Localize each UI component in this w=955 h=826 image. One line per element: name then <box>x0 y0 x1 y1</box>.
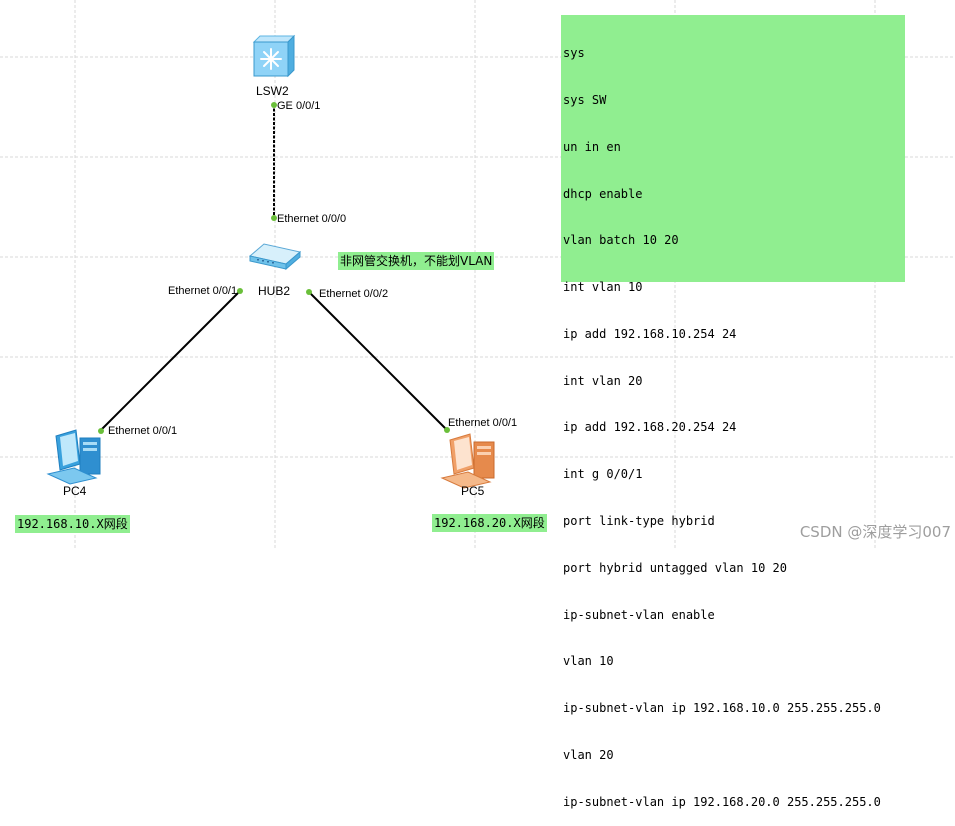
hub-port-left-label: Ethernet 0/0/1 <box>168 285 237 297</box>
config-line: ip-subnet-vlan ip 192.168.10.0 255.255.2… <box>563 701 881 716</box>
pc4-network-note: 192.168.10.X网段 <box>15 515 130 533</box>
pc5-name-label: PC5 <box>461 484 485 498</box>
port-dot-pc4-e001 <box>98 428 104 434</box>
config-box: sys sys SW un in en dhcp enable vlan bat… <box>561 15 905 809</box>
port-dot-lsw2-ge001 <box>271 102 277 108</box>
config-line: ip-subnet-vlan enable <box>563 607 715 622</box>
pc-blue-icon[interactable] <box>46 429 101 485</box>
config-line: int vlan 10 <box>563 280 643 295</box>
port-dot-hub2-e002 <box>306 289 312 295</box>
switch-port-label: GE 0/0/1 <box>277 100 320 112</box>
config-line: ip add 192.168.10.254 24 <box>563 326 737 341</box>
config-line: un in en <box>563 139 621 154</box>
pc4-port-label: Ethernet 0/0/1 <box>108 425 177 437</box>
switch-name-label: LSW2 <box>256 84 289 98</box>
config-line: dhcp enable <box>563 186 643 201</box>
port-dot-hub2-e000 <box>271 215 277 221</box>
config-line: ip-subnet-vlan ip 192.168.20.0 255.255.2… <box>563 794 881 809</box>
hub-port-right-label: Ethernet 0/0/2 <box>319 288 388 300</box>
pc5-network-note: 192.168.20.X网段 <box>432 514 547 532</box>
hub-name-label: HUB2 <box>258 284 290 298</box>
watermark: CSDN @深度学习007 <box>799 523 951 541</box>
config-line: sys <box>563 46 585 61</box>
config-line: int vlan 20 <box>563 373 643 388</box>
hub-note: 非网管交换机，不能划VLAN <box>338 252 495 270</box>
config-line: vlan 20 <box>563 747 614 762</box>
config-line: ip add 192.168.20.254 24 <box>563 420 737 435</box>
port-dot-pc5-e001 <box>444 427 450 433</box>
config-line: vlan 10 <box>563 654 614 669</box>
link-hub2-pc5[interactable] <box>307 290 448 431</box>
config-line: vlan batch 10 20 <box>563 233 679 248</box>
config-line: port hybrid untagged vlan 10 20 <box>563 560 787 575</box>
config-line: int g 0/0/1 <box>563 467 643 482</box>
switch-icon[interactable] <box>252 34 296 78</box>
hub-icon[interactable] <box>248 243 302 271</box>
config-line: port link-type hybrid <box>563 514 715 528</box>
port-dot-hub2-e001 <box>237 288 243 294</box>
link-hub2-pc4[interactable] <box>99 290 241 432</box>
pc5-port-label: Ethernet 0/0/1 <box>448 417 517 429</box>
pc4-name-label: PC4 <box>63 484 87 498</box>
hub-port-up-label: Ethernet 0/0/0 <box>277 213 346 225</box>
config-line: sys SW <box>563 92 607 107</box>
pc-orange-icon[interactable] <box>440 433 495 489</box>
topology-diagram: LSW2 GE 0/0/1 Ethernet 0/0/0 Ethernet 0/… <box>46 34 517 498</box>
